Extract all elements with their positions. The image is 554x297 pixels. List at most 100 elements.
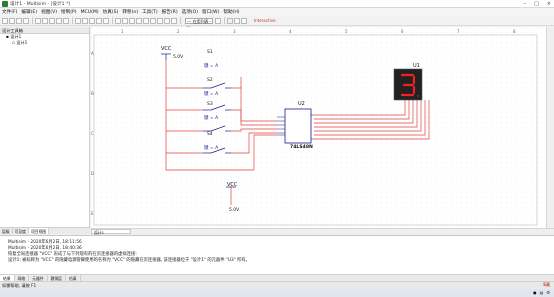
tab-nets[interactable]: 网络	[15, 275, 30, 281]
place-ttl-icon[interactable]	[157, 17, 163, 24]
switch-s4[interactable]: S4 键 = A	[203, 131, 231, 154]
switch-s2[interactable]: S2 键 = A	[203, 77, 231, 111]
sheet-column-number: 5	[345, 29, 348, 34]
output-line: 恢复全局连接器 "VCC" 形成了与下列现有的在页连接器的虚拟连接:	[8, 252, 137, 257]
design-toolbox-panel: 设计工具箱 ▪ 设计1 ▫ 设计1 层级 可见度 项目视图	[0, 27, 90, 234]
zoom-out-icon[interactable]	[82, 17, 88, 24]
place-indicator-icon[interactable]	[171, 17, 177, 24]
document-tab[interactable]: 设计1	[91, 229, 131, 235]
tree-child-design[interactable]: ▫ 设计1	[12, 40, 28, 45]
run-icon[interactable]	[227, 17, 233, 24]
switch-s1-name: S1	[207, 49, 213, 55]
place-component-icon[interactable]	[115, 17, 121, 24]
chip-74ls48n[interactable]: U2 74LS48N	[277, 101, 314, 150]
design-toolbox-title: 设计工具箱	[0, 27, 89, 34]
tab-results[interactable]: 结果	[0, 275, 15, 281]
zoom-fit-icon[interactable]	[96, 17, 102, 24]
cut-icon[interactable]	[35, 17, 41, 24]
sheet-row-letter: D	[91, 171, 94, 176]
menu-help[interactable]: 帮助(H)	[223, 10, 240, 15]
switch-s3-key: 键 = A	[204, 114, 219, 121]
settings-icon[interactable]: ⚙	[546, 290, 550, 295]
wires	[165, 60, 430, 205]
switch-s4-name: S4	[207, 131, 213, 137]
menu-edit[interactable]: 编辑(E)	[21, 10, 38, 15]
seven-segment-display[interactable]: U1	[393, 63, 423, 101]
display-ref-label: U1	[413, 63, 420, 69]
menu-view[interactable]: 视图(V)	[41, 10, 58, 15]
multisim-app-icon	[2, 0, 8, 7]
tab-project-view[interactable]: 项目视图	[28, 228, 50, 234]
save-icon[interactable]	[16, 17, 22, 24]
menu-reports[interactable]: 报告(R)	[161, 10, 178, 15]
place-basic-icon[interactable]	[129, 17, 135, 24]
switch-s1[interactable]: S1 键 = A	[203, 49, 231, 89]
output-tabs: 结果 网络 元器件 敷铜层 仿真	[0, 274, 554, 281]
menu-transfer[interactable]: 转移(n)	[122, 10, 139, 15]
vcc-power-source-2[interactable]: VCC 5.0V	[226, 182, 240, 213]
stop-icon[interactable]	[241, 17, 247, 24]
menu-simulate[interactable]: 仿真(S)	[102, 10, 119, 15]
open-icon[interactable]	[9, 17, 15, 24]
fullscreen-icon[interactable]	[103, 17, 109, 24]
output-line: Multisim - 2020年6月2日, 18:11:56	[8, 240, 82, 245]
zoom-area-icon[interactable]	[89, 17, 95, 24]
microphone-icon[interactable]: ●	[533, 290, 537, 295]
sheet-column-number: 3	[233, 29, 236, 34]
taskbar: S英 ● ▤ ⚙	[0, 282, 554, 297]
vertical-scrollbar[interactable]	[546, 27, 554, 228]
menu-tools[interactable]: 工具(T)	[142, 10, 158, 15]
sheet-column-number: 7	[457, 29, 460, 34]
toolbar: --- 在用列表 --- Interactive	[0, 16, 554, 29]
window-title: 设计1 - Multisim - [设计1 *]	[10, 1, 71, 7]
close-icon[interactable]: ×	[546, 1, 551, 7]
maximize-icon[interactable]: □	[534, 1, 539, 7]
new-icon[interactable]	[2, 17, 8, 24]
menu-bar: 文件(F) 编辑(E) 视图(V) 绘制(P) MCU(M) 仿真(S) 转移(…	[0, 8, 554, 16]
place-source-icon[interactable]	[122, 17, 128, 24]
menu-options[interactable]: 选项(O)	[181, 10, 199, 15]
sheet-border	[93, 34, 538, 226]
place-cmos-icon[interactable]	[164, 17, 170, 24]
menu-window[interactable]: 窗口(W)	[202, 10, 220, 15]
tab-hierarchy[interactable]: 层级	[0, 228, 13, 234]
switch-s3[interactable]: S3 键 = A	[203, 101, 231, 132]
horizontal-scrollbar[interactable]	[91, 228, 554, 234]
output-line: 设计1: 被标称为 "VCC" 的隐藏电源管脚使用的名称为 "VCC" 的隐藏在…	[8, 258, 250, 263]
vcc-voltage-label: 5.0V	[173, 54, 184, 60]
menu-mcu[interactable]: MCU(M)	[80, 9, 99, 15]
vcc-label: VCC	[161, 46, 172, 52]
help-icon[interactable]	[215, 17, 221, 24]
tab-visibility[interactable]: 可见度	[13, 228, 29, 234]
zoom-in-icon[interactable]	[75, 17, 81, 24]
menu-place[interactable]: 绘制(P)	[61, 10, 77, 15]
place-analog-icon[interactable]	[150, 17, 156, 24]
vcc2-label: VCC	[227, 182, 238, 188]
redo-icon[interactable]	[63, 17, 69, 24]
place-transistor-icon[interactable]	[143, 17, 149, 24]
print-icon[interactable]	[23, 17, 29, 24]
paste-icon[interactable]	[49, 17, 55, 24]
keyboard-icon[interactable]: ▤	[539, 290, 544, 295]
in-use-list-select[interactable]: --- 在用列表 ---	[185, 17, 213, 29]
copy-icon[interactable]	[42, 17, 48, 24]
interactive-mode-label[interactable]: Interactive	[254, 18, 276, 23]
minimize-icon[interactable]: –	[523, 1, 527, 7]
tab-components[interactable]: 元器件	[29, 275, 48, 281]
display-digit-segments	[400, 73, 416, 97]
tab-simulation[interactable]: 仿真	[66, 275, 81, 281]
schematic-icon: ▫	[12, 40, 15, 45]
switch-s3-name: S3	[207, 101, 213, 107]
status-bar: 如需帮助, 请按 F1	[0, 281, 554, 289]
vcc-power-source[interactable]: VCC 5.0V	[161, 46, 184, 60]
grid	[91, 27, 546, 228]
tab-copper-layers[interactable]: 敷铜层	[48, 275, 66, 281]
pause-icon[interactable]	[234, 17, 240, 24]
menu-file[interactable]: 文件(F)	[2, 10, 18, 15]
undo-icon[interactable]	[56, 17, 62, 24]
switch-s1-key: 键 = A	[204, 62, 219, 69]
tree-root-design[interactable]: ▪ 设计1	[6, 34, 22, 39]
place-diode-icon[interactable]	[136, 17, 142, 24]
